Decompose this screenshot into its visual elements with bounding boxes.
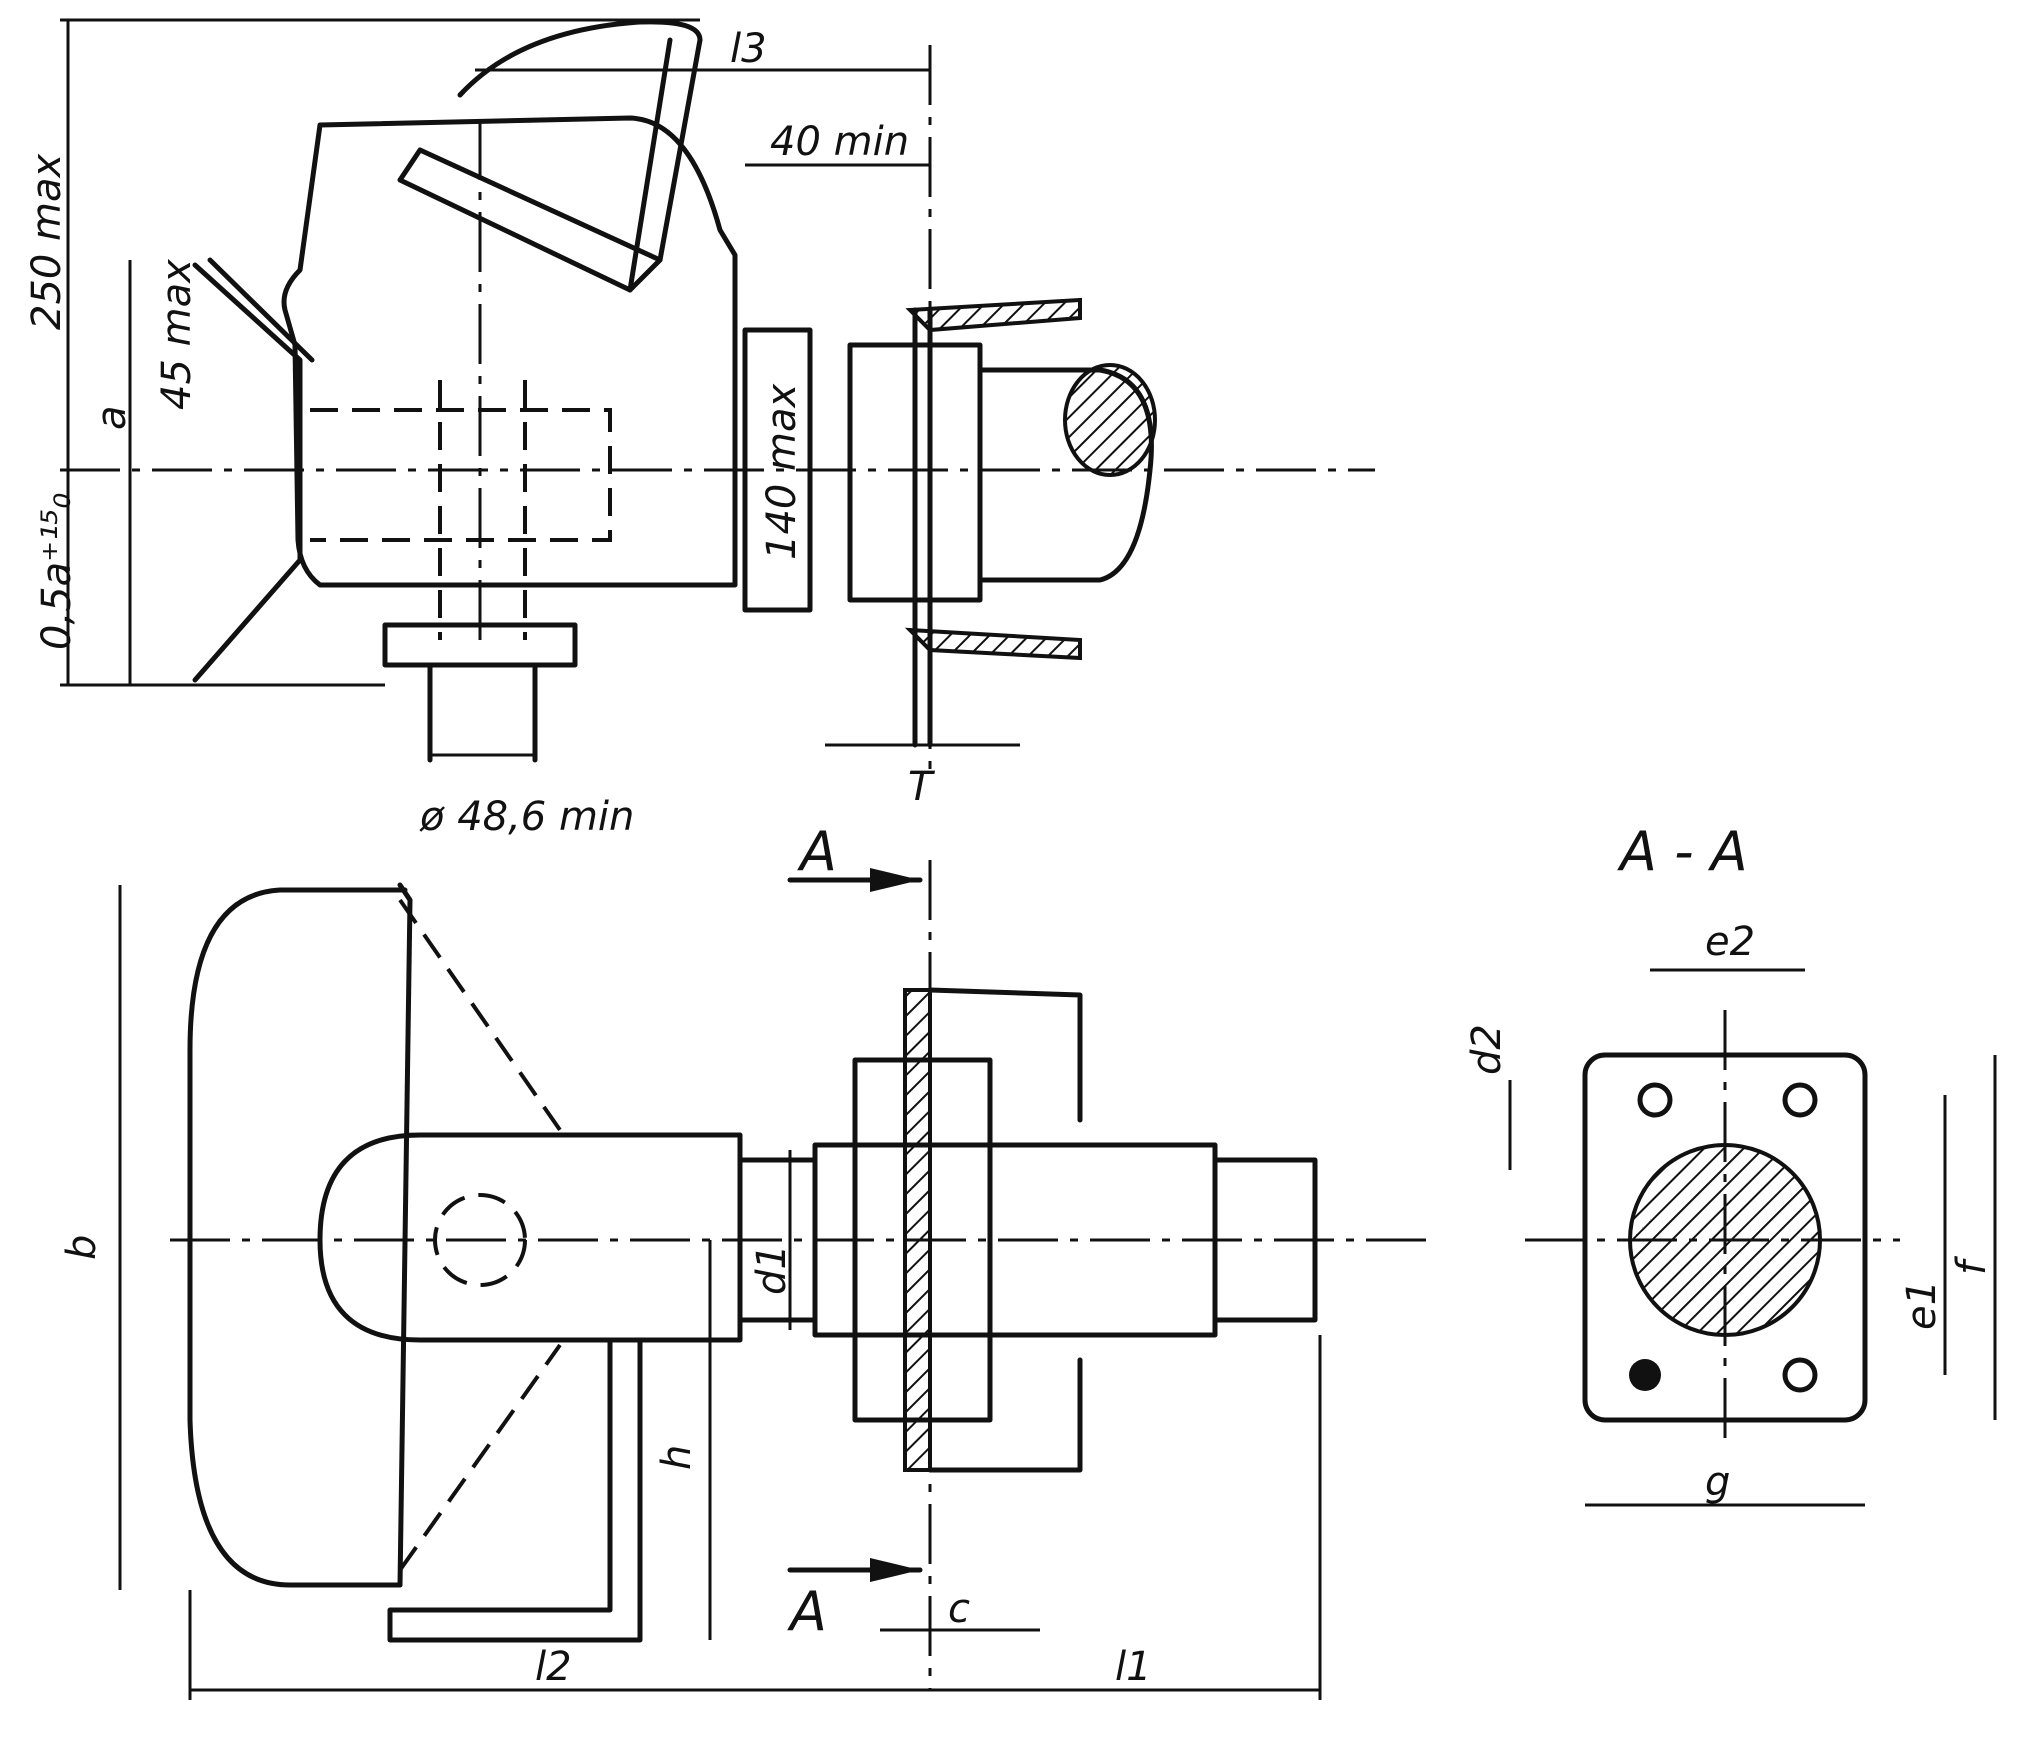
funnel-upper: [192, 262, 303, 683]
dim-label-h: h: [654, 1445, 700, 1470]
frame-wall-bottom: [904, 627, 1082, 661]
bolt-hole-top-right: [1782, 1082, 1818, 1118]
dim-label-e1: e1: [1899, 1280, 1945, 1330]
support-arm: [387, 1337, 643, 1643]
dim-label-offset: 0,5a⁺¹⁵₀: [34, 493, 80, 650]
section-arrow-top-head: [870, 868, 920, 892]
frame-member: [927, 987, 1083, 1473]
dim-label-b: b: [59, 1235, 105, 1260]
frame-plate: [903, 988, 932, 1472]
dim-label-45max: 45 max: [154, 259, 200, 410]
bottom-view: b h d1 c l1 l2 A A: [59, 820, 1430, 1700]
inner-hidden-lines: [310, 408, 612, 542]
section-mark-top: A: [797, 820, 837, 883]
dim-label-diameter: ø 48,6 min: [419, 794, 634, 840]
latch-arm-2: [627, 37, 673, 293]
section-title: A - A: [1617, 820, 1748, 883]
dim-label-250max: 250 max: [24, 153, 70, 330]
frame-wall-top: [905, 297, 1082, 333]
dim-label-l2: l2: [535, 1644, 572, 1690]
dim-label-d1: d1: [749, 1244, 795, 1295]
hook-loop-end: [397, 882, 413, 1588]
dim-label-f: f: [1949, 1255, 1995, 1275]
dim-label-l1: l1: [1115, 1644, 1152, 1690]
section-arrow-bottom-head: [870, 1558, 920, 1582]
latch-bar: [397, 147, 663, 293]
tow-eye: [317, 1132, 743, 1343]
dim-label-40min: 40 min: [770, 119, 909, 165]
dim-label-l3: l3: [730, 26, 767, 72]
hidden-funnel-top: [398, 898, 562, 1132]
dim-label-g: g: [1705, 1459, 1730, 1505]
shaft-section: [1063, 363, 1157, 477]
top-view: 250 max a 45 max 0,5a⁺¹⁵₀ l3 40 min 140 …: [24, 18, 1375, 840]
section-mark-bottom: A: [787, 1580, 827, 1643]
bolt-hole-top-left: [1637, 1082, 1673, 1118]
latch-arm: [657, 37, 703, 263]
dim-label-a: a: [89, 405, 135, 430]
hook-arc: [457, 19, 703, 98]
bolt-hole-bottom-right: [1782, 1357, 1818, 1393]
bolt-hole-bottom-left: [1629, 1359, 1661, 1391]
dim-label-d2: d2: [1464, 1024, 1510, 1075]
section-view: A - A e2 d2 e1 f g: [1464, 820, 1997, 1507]
dim-label-140max: 140 max: [759, 383, 805, 560]
hidden-funnel-bottom: [398, 1343, 562, 1572]
dim-label-T: T: [908, 764, 936, 810]
coupling-body-outline: [281, 115, 738, 588]
hook-loop: [187, 887, 408, 1588]
dim-label-c: c: [948, 1586, 970, 1632]
funnel-lower: [207, 257, 315, 363]
dim-label-e2: e2: [1705, 919, 1755, 965]
